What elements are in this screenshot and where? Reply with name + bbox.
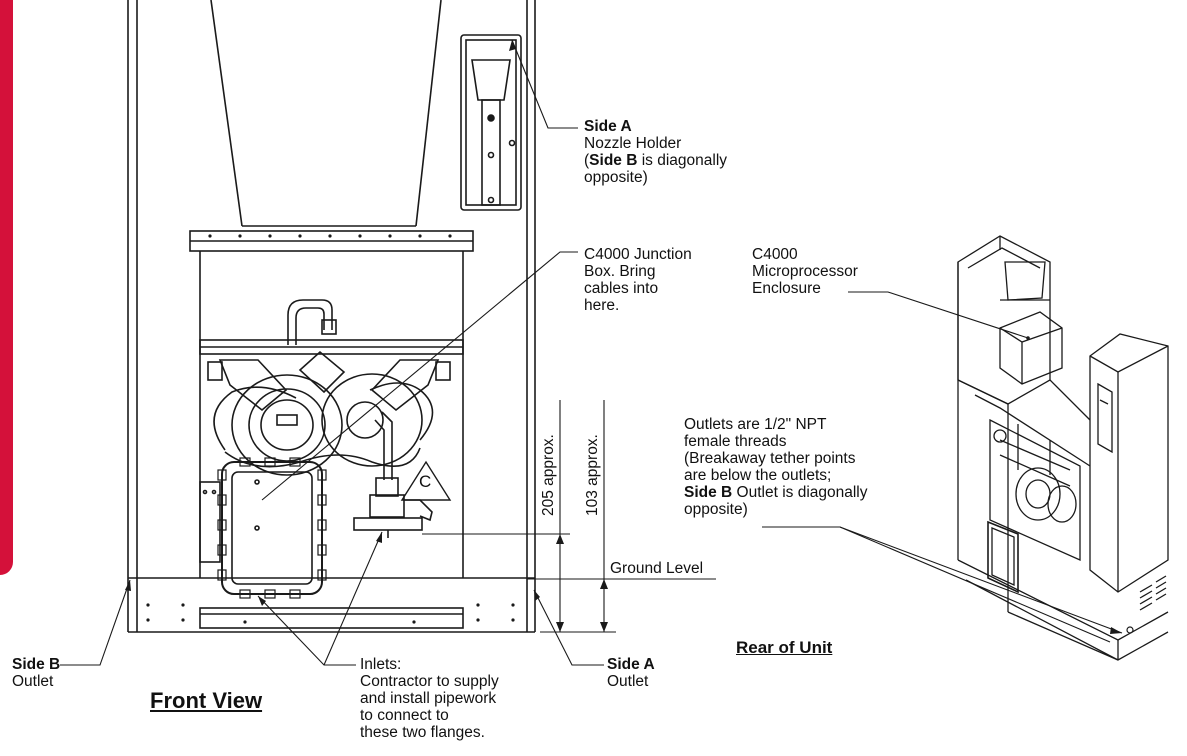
side-b-diagonal-text: (Side B is diagonally [584,152,728,169]
side-a-text: Side A [584,118,632,135]
dimension-103: 103 approx. [584,434,601,516]
rear-of-unit-title: Rear of Unit [736,638,833,657]
label-junction-box: C4000 Junction Box. Bring cables into he… [584,246,692,314]
label-side-a-outlet: Side A Outlet [607,656,655,690]
dimension-205: 205 approx. [540,434,557,516]
warning-triangle-letter: C [419,472,432,491]
label-ground-level: Ground Level [610,560,704,577]
label-inlets: Inlets: Contractor to supply and install… [360,656,499,741]
front-view-title: Front View [150,688,263,713]
label-side-b-outlet: Side B Outlet [12,656,61,690]
opposite-text: opposite) [584,169,648,186]
label-side-a-nozzle-holder: Side A Nozzle Holder (Side B is diagonal… [584,118,727,186]
nozzle-holder-text: Nozzle Holder [584,135,682,152]
red-accent-bar [0,0,13,575]
label-microprocessor-enclosure: C4000 Microprocessor Enclosure [752,246,858,297]
label-outlets: Outlets are 1/2" NPT female threads (Bre… [684,416,868,518]
